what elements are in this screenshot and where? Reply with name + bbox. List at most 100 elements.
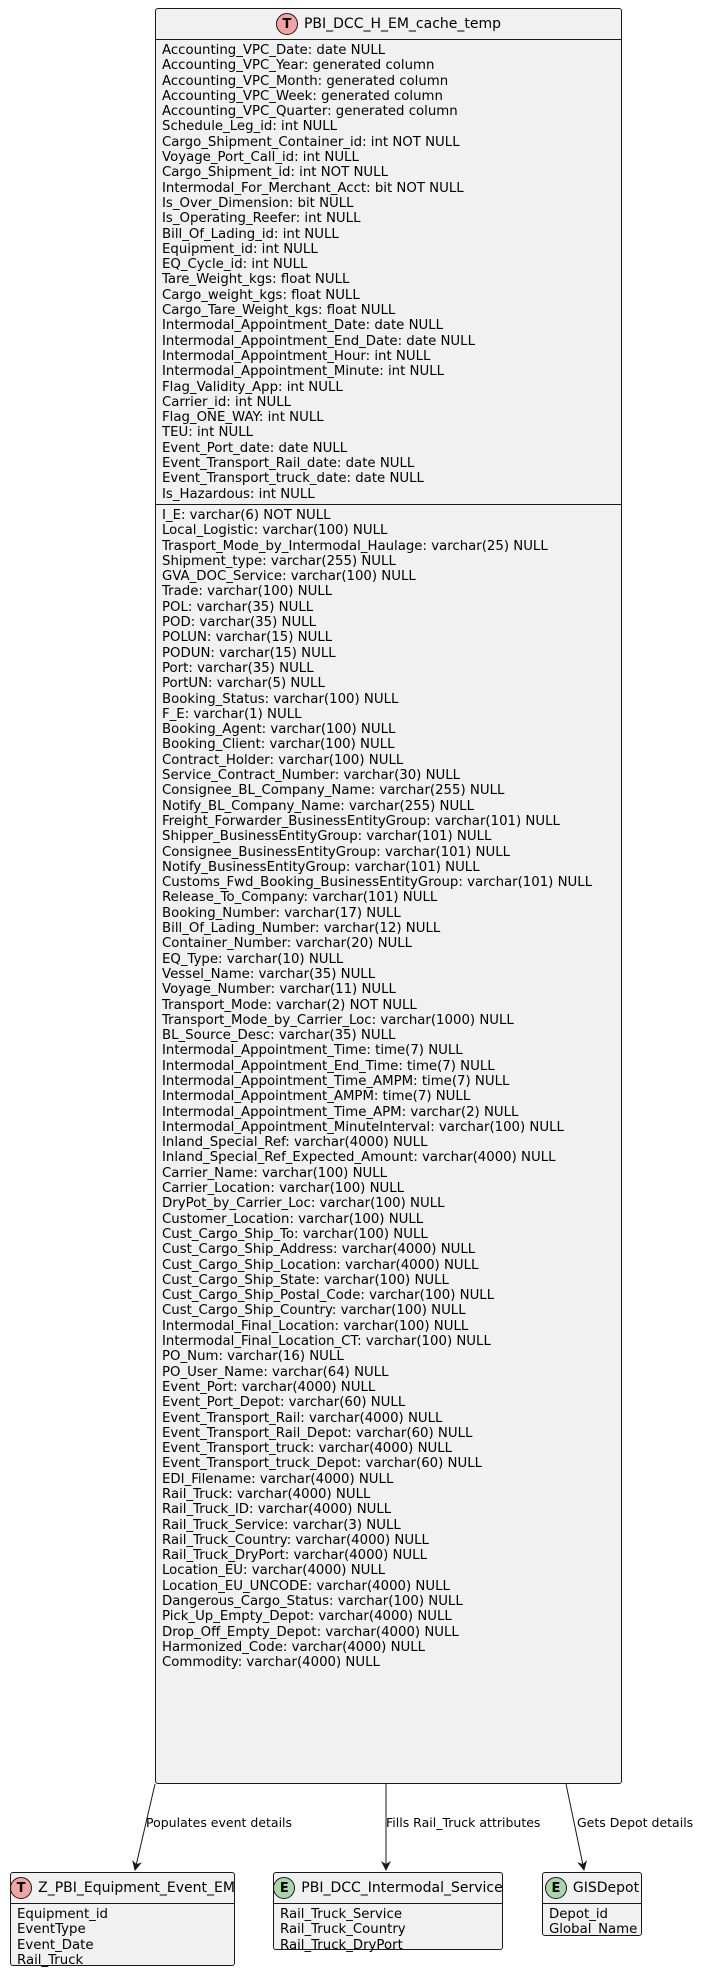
edge-label-fills: Fills Rail_Truck attributes <box>386 1815 541 1830</box>
field-row: Event_Transport_truck_date: date NULL <box>162 471 424 487</box>
field-row: Commodity: varchar(4000) NULL <box>162 1655 380 1671</box>
field-row: Cargo_Shipment_id: int NOT NULL <box>162 165 388 181</box>
field-row: Intermodal_Appointment_Minute: int NULL <box>162 364 445 380</box>
field-row: Dangerous_Cargo_Status: varchar(100) NUL… <box>162 1594 463 1610</box>
field-row: Shipment_type: varchar(255) NULL <box>162 553 396 569</box>
field-row: Event_Date <box>17 1937 94 1953</box>
field-row: Voyage_Port_Call_id: int NULL <box>162 150 359 166</box>
field-row: Consignee_BusinessEntityGroup: varchar(1… <box>162 844 511 860</box>
field-row: PODUN: varchar(15) NULL <box>162 645 336 661</box>
field-row: Accounting_VPC_Week: generated column <box>162 88 443 104</box>
field-row: Vessel_Name: varchar(35) NULL <box>162 966 376 982</box>
field-row: Intermodal_Final_Location: varchar(100) … <box>162 1318 469 1334</box>
field-row: Is_Over_Dimension: bit NULL <box>162 195 354 211</box>
field-row: Trasport_Mode_by_Intermodal_Haulage: var… <box>162 538 548 554</box>
field-row: Event_Port_Depot: varchar(60) NULL <box>162 1395 406 1411</box>
field-row: Intermodal_Appointment_Time: time(7) NUL… <box>162 1043 463 1059</box>
field-row: PO_User_Name: varchar(64) NULL <box>162 1364 389 1380</box>
field-row: Rail_Truck_Service: varchar(3) NULL <box>162 1517 401 1533</box>
field-row: EQ_Type: varchar(10) NULL <box>162 951 344 967</box>
field-row: Event_Transport_Rail: varchar(4000) NULL <box>162 1410 443 1426</box>
entity-title: PBI_DCC_Intermodal_Service <box>301 1880 503 1896</box>
field-row: Booking_Number: varchar(17) NULL <box>162 905 401 921</box>
field-row: Equipment_id <box>17 1907 108 1922</box>
field-row: Equipment_id: int NULL <box>162 241 318 257</box>
field-row: Accounting_VPC_Date: date NULL <box>162 43 386 58</box>
field-row: Carrier_Name: varchar(100) NULL <box>162 1165 388 1181</box>
entity-title: GISDepot <box>572 1880 640 1896</box>
field-row: Carrier_Location: varchar(100) NULL <box>162 1181 405 1197</box>
entity-badge-icon: E <box>544 1877 567 1899</box>
field-row: Event_Transport_Rail_date: date NULL <box>162 456 415 472</box>
field-row: Booking_Status: varchar(100) NULL <box>162 691 399 707</box>
field-row: Location_EU: varchar(4000) NULL <box>162 1563 386 1579</box>
field-row: Cust_Cargo_Ship_Country: varchar(100) NU… <box>162 1303 466 1319</box>
field-row: Intermodal_Appointment_AMPM: time(7) NUL… <box>162 1089 471 1105</box>
entity-header: T Z_PBI_Equipment_Event_EM <box>10 1873 235 1903</box>
field-row: POL: varchar(35) NULL <box>162 599 314 615</box>
field-row: Intermodal_Appointment_Date: date NULL <box>162 318 444 334</box>
field-row: Inland_Special_Ref_Expected_Amount: varc… <box>162 1150 556 1166</box>
field-row: Is_Hazardous: int NULL <box>162 486 315 502</box>
field-row: Container_Number: varchar(20) NULL <box>162 936 413 952</box>
divider <box>274 1903 502 1904</box>
field-row: EventType <box>17 1922 86 1938</box>
field-row: Event_Transport_truck: varchar(4000) NUL… <box>162 1441 453 1457</box>
field-row: Customs_Fwd_Booking_BusinessEntityGroup:… <box>162 875 593 891</box>
field-row: DryPot_by_Carrier_Loc: varchar(100) NULL <box>162 1196 445 1212</box>
table-badge-icon: T <box>275 13 298 35</box>
field-row: Consignee_BL_Company_Name: varchar(255) … <box>162 783 505 799</box>
field-row: Location_EU_UNCODE: varchar(4000) NULL <box>162 1578 450 1594</box>
field-row: Customer_Location: varchar(100) NULL <box>162 1211 424 1227</box>
field-row: Intermodal_Appointment_End_Date: date NU… <box>162 333 475 349</box>
field-row: Carrier_id: int NULL <box>162 394 292 410</box>
field-row: Inland_Special_Ref: varchar(4000) NULL <box>162 1135 428 1151</box>
field-row: Rail_Truck <box>17 1952 84 1968</box>
field-row: I_E: varchar(6) NOT NULL <box>162 508 331 523</box>
field-row: Accounting_VPC_Year: generated column <box>162 58 435 74</box>
field-row: GVA_DOC_Service: varchar(100) NULL <box>162 569 416 585</box>
entity-pbi-dcc-intermodal-service[interactable]: E PBI_DCC_Intermodal_Service Rail_Truck_… <box>273 1872 503 1953</box>
field-row: Release_To_Company: varchar(101) NULL <box>162 890 438 906</box>
field-row: PortUN: varchar(5) NULL <box>162 676 325 692</box>
field-row: PO_Num: varchar(16) NULL <box>162 1349 344 1365</box>
divider <box>156 504 621 505</box>
field-row: Event_Port_date: date NULL <box>162 440 348 456</box>
field-row: Accounting_VPC_Quarter: generated column <box>162 104 458 120</box>
field-row: TEU: int NULL <box>162 425 254 441</box>
edge-label-populates: Populates event details <box>146 1815 293 1830</box>
field-row: Rail_Truck_Country: varchar(4000) NULL <box>162 1532 429 1548</box>
divider <box>156 39 621 40</box>
field-row: Service_Contract_Number: varchar(30) NUL… <box>162 768 461 784</box>
entity-pbi-dcc-h-em-cache-temp[interactable]: T PBI_DCC_H_EM_cache_temp Accounting_VPC… <box>155 8 622 1784</box>
divider <box>543 1903 641 1904</box>
field-row: Local_Logistic: varchar(100) NULL <box>162 523 388 539</box>
field-row: Intermodal_Appointment_MinuteInterval: v… <box>162 1119 564 1135</box>
field-row: Accounting_VPC_Month: generated column <box>162 73 449 89</box>
field-row: F_E: varchar(1) NULL <box>162 706 302 722</box>
field-row: Cust_Cargo_Ship_Address: varchar(4000) N… <box>162 1242 476 1258</box>
field-row: Booking_Client: varchar(100) NULL <box>162 737 395 753</box>
field-row: Cargo_Shipment_Container_id: int NOT NUL… <box>162 134 460 150</box>
field-row: POLUN: varchar(15) NULL <box>162 630 333 646</box>
field-row: Intermodal_Appointment_Hour: int NULL <box>162 348 431 364</box>
edge-label-gets-depot: Gets Depot details <box>577 1815 694 1830</box>
field-row: Flag_Validity_App: int NULL <box>162 379 343 395</box>
entity-badge-icon: E <box>273 1877 296 1899</box>
field-row: Intermodal_For_Merchant_Acct: bit NOT NU… <box>162 180 464 196</box>
field-row: Intermodal_Appointment_Time_AMPM: time(7… <box>162 1073 510 1089</box>
field-row: Cust_Cargo_Ship_Postal_Code: varchar(100… <box>162 1288 495 1304</box>
field-row: Cust_Cargo_Ship_To: varchar(100) NULL <box>162 1226 428 1242</box>
field-row: Freight_Forwarder_BusinessEntityGroup: v… <box>162 813 560 829</box>
field-row: Rail_Truck_Country <box>280 1922 406 1938</box>
entity-title: Z_PBI_Equipment_Event_EM <box>38 1880 235 1896</box>
field-row: Cargo_Tare_Weight_kgs: float NULL <box>162 303 396 319</box>
field-row: Tare_Weight_kgs: float NULL <box>162 272 350 288</box>
field-row: Notify_BusinessEntityGroup: varchar(101)… <box>162 859 480 875</box>
